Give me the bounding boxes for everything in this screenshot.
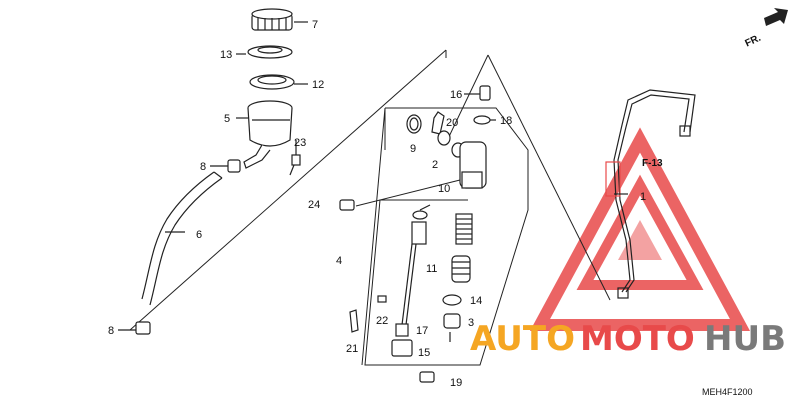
part-label-8a: 8 xyxy=(200,161,206,173)
boot-3 xyxy=(443,313,461,342)
part-label-14: 14 xyxy=(470,295,482,307)
front-direction-arrow xyxy=(764,8,788,26)
part-label-2: 2 xyxy=(432,159,438,171)
part-label-20: 20 xyxy=(446,117,458,129)
watermark-part2: MOTO xyxy=(580,319,695,359)
part-label-8b: 8 xyxy=(108,325,114,337)
part-label-23: 23 xyxy=(294,137,306,149)
part-label-24: 24 xyxy=(308,199,320,211)
diagram-code: MEH4F1200 xyxy=(702,387,753,397)
circlip-14 xyxy=(442,294,462,306)
part-label-4: 4 xyxy=(336,255,342,267)
part-label-7: 7 xyxy=(312,19,318,31)
part-label-17: 17 xyxy=(416,325,428,337)
part-label-13: 13 xyxy=(220,49,232,61)
hose-joint-20 xyxy=(431,111,451,146)
part-label-10: 10 xyxy=(438,183,450,195)
hose-clamp-upper xyxy=(210,159,241,173)
part-label-5: 5 xyxy=(224,113,230,125)
part-label-1: 1 xyxy=(640,191,646,203)
spring-11 xyxy=(451,213,473,283)
bolt-24 xyxy=(339,199,355,211)
part-labels: 7 13 12 5 23 8 6 8 16 18 9 20 2 10 24 4 … xyxy=(108,19,763,397)
front-marker-text: FR. xyxy=(743,33,762,50)
assembly-guide-lines xyxy=(129,49,611,366)
part-label-15: 15 xyxy=(418,347,430,359)
reservoir-cap xyxy=(251,8,308,31)
watermark-part1: AUTO xyxy=(470,319,575,359)
part-label-16: 16 xyxy=(450,89,462,101)
reservoir-diaphragm xyxy=(249,74,308,90)
part-label-3: 3 xyxy=(468,317,474,329)
oring-18 xyxy=(473,115,496,125)
fluid-reservoir xyxy=(236,100,293,169)
part-label-18: 18 xyxy=(500,115,512,127)
reservoir-hose xyxy=(141,171,223,306)
clevis-assembly xyxy=(349,295,435,383)
part-label-6: 6 xyxy=(196,229,202,241)
bolt-23 xyxy=(289,140,301,176)
joint-16 xyxy=(464,85,491,101)
reservoir-plate xyxy=(236,45,293,59)
watermark-text: AUTO MOTO HUB xyxy=(470,319,786,359)
part-label-12: 12 xyxy=(312,79,324,91)
part-label-9: 9 xyxy=(410,143,416,155)
hose-clamp-lower xyxy=(118,321,151,335)
watermark-logo xyxy=(529,127,751,331)
reference-label: F-13 xyxy=(642,158,663,169)
watermark-part3: HUB xyxy=(704,319,786,359)
part-label-22: 22 xyxy=(376,315,388,327)
brake-hose-1 xyxy=(605,89,696,299)
pushrod-assembly xyxy=(401,204,431,326)
oring-9 xyxy=(406,114,422,134)
part-label-19: 19 xyxy=(450,377,462,389)
part-label-21: 21 xyxy=(346,343,358,355)
part-label-11: 11 xyxy=(426,263,437,275)
master-cylinder-2 xyxy=(451,141,487,189)
